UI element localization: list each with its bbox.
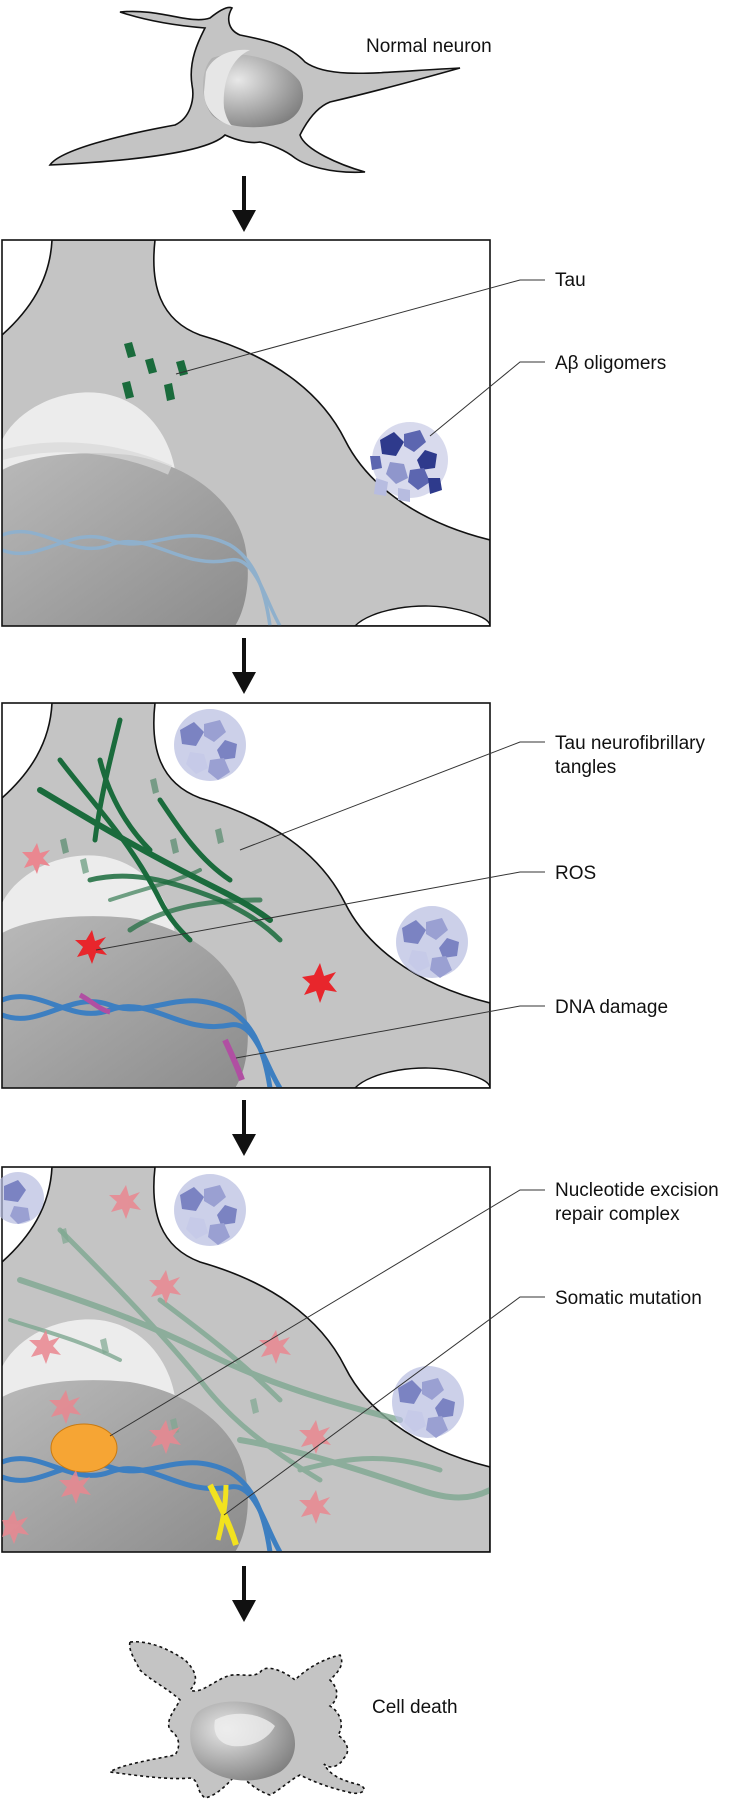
amyloid-oligomers [370,422,448,502]
label-dna-damage: DNA damage [555,997,668,1018]
repair-complex [50,1423,118,1473]
dead-neuron-illustration [107,1640,365,1799]
label-ab-oligomers: Aβ oligomers [555,353,666,374]
arrow-2 [232,638,256,694]
arrow-3 [232,1100,256,1156]
leader-ab [429,361,545,437]
panel-3-repair-stage [0,1166,491,1553]
leader-somatic-mutation [223,1296,545,1516]
amyloid-cluster-3c [0,1172,44,1224]
label-somatic-mutation: Somatic mutation [555,1288,702,1309]
leader-tangles [239,741,545,851]
label-tau-tangles-1: Tau neurofibrillary [555,733,705,754]
amyloid-cluster-3a [174,1174,246,1246]
leader-tau [175,279,545,375]
amyloid-cluster-right [396,906,468,978]
leader-repair-complex [109,1189,545,1437]
label-tau-tangles-2: tangles [555,757,616,778]
label-ner-1: Nucleotide excision [555,1180,719,1201]
amyloid-cluster-3b [392,1366,464,1438]
label-cell-death: Cell death [372,1697,458,1718]
label-tau: Tau [555,270,586,291]
leader-ros [95,871,545,951]
amyloid-cluster-top [174,709,246,781]
panel-2-damage-stage [1,702,491,1089]
panel-1-early-stage [1,239,491,627]
label-normal-neuron: Normal neuron [366,36,492,57]
arrow-4 [232,1566,256,1622]
tau-fragments [122,342,188,401]
label-ros: ROS [555,863,596,884]
arrow-1 [232,176,256,232]
leader-dna-damage [235,1005,545,1059]
label-ner-2: repair complex [555,1204,680,1225]
normal-neuron-illustration [48,6,461,174]
ros-stars [22,843,337,1003]
faded-ros-stars [2,1185,331,1544]
